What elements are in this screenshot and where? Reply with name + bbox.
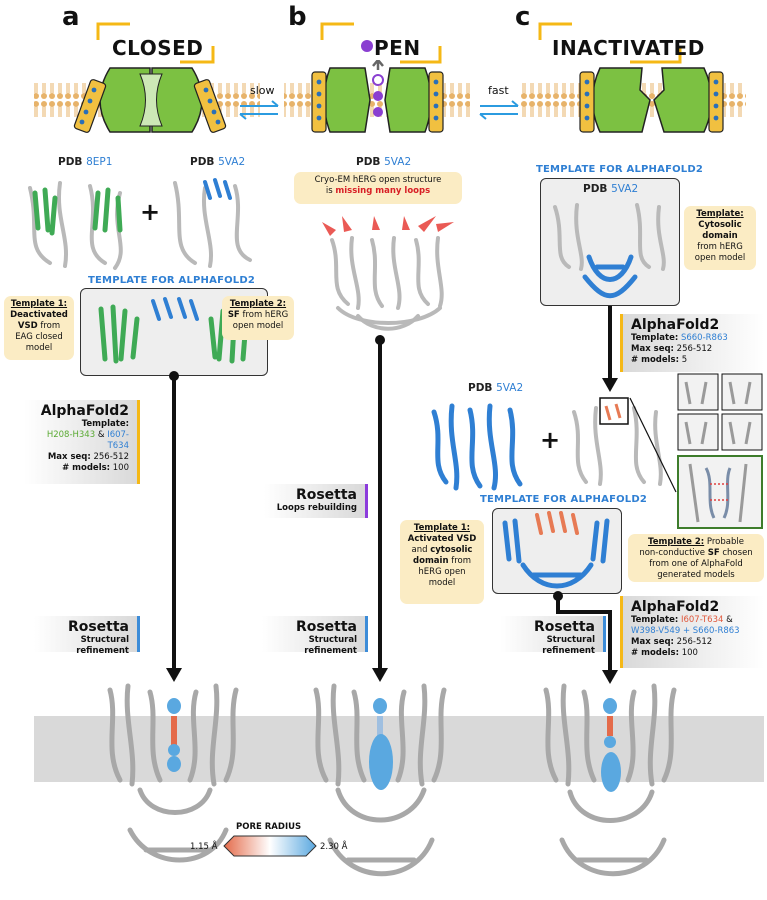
bracket-open-left — [320, 22, 354, 40]
structure-open-5va2 — [322, 216, 454, 331]
step-alphafold2-a: AlphaFold2 Template: H208-H343 & I607-T6… — [24, 400, 140, 484]
state-title-open: PEN — [374, 36, 421, 60]
pdb-label-5va2-a: PDB 5VA2 — [190, 156, 246, 168]
title-brackets — [96, 22, 682, 64]
bracket-open-right — [400, 46, 442, 64]
structures-inactivated-templates: + — [431, 397, 663, 491]
bracket-closed-left — [96, 22, 130, 40]
state-title-inactivated: INACTIVATED — [552, 36, 705, 60]
template-head-a: TEMPLATE FOR ALPHAFOLD2 — [88, 275, 256, 286]
ion-dot-title — [361, 40, 373, 52]
panel-letter-b: b — [288, 2, 307, 32]
step-rosetta-c: Rosetta Structural refinement — [500, 616, 606, 656]
pdb-label-5va2-c1: PDB 5VA2 — [583, 183, 639, 195]
flow-dot-a — [169, 371, 179, 381]
legend-colorbar — [223, 835, 317, 857]
channel-open — [311, 60, 444, 133]
final-model-closed — [107, 683, 239, 863]
note-template2-a: Template 2: SF from hERG open model — [222, 296, 294, 340]
channel-closed — [73, 67, 227, 133]
template-box-c-top: PDB 5VA2 — [540, 178, 680, 306]
legend-title: PORE RADIUS — [236, 822, 302, 832]
channel-inactivated — [579, 67, 724, 133]
structure-cytosolic-template — [553, 203, 666, 299]
flow-line-c1 — [608, 306, 612, 382]
pdb-label-5va2-b: PDB 5VA2 — [356, 156, 412, 168]
legend-min: 1.15 Å — [190, 842, 218, 852]
plus-sign-c: + — [540, 426, 560, 454]
note-template2-c: Template 2: Probable non-conductive SF c… — [628, 534, 764, 582]
final-models — [107, 683, 677, 877]
template-head-c2: TEMPLATE FOR ALPHAFOLD2 — [480, 494, 648, 505]
panel-letter-a: a — [62, 2, 80, 32]
step-rosetta-b: Rosetta Structural refinement — [262, 616, 368, 656]
panel-letter-c: c — [515, 2, 531, 32]
flow-line-a — [172, 375, 176, 675]
template-structure-c2 — [502, 511, 610, 589]
label-fast: fast — [488, 84, 509, 97]
flow-arrowhead-a — [166, 668, 182, 682]
pdb-label-8ep1: PDB 8EP1 — [58, 156, 113, 168]
note-template-cytosolic: Template: Cytosolic domain from hERG ope… — [684, 206, 756, 270]
label-slow: slow — [250, 84, 275, 97]
step-rosetta-loops: Rosetta Loops rebuilding — [264, 484, 368, 518]
flow-arrowhead-c1 — [602, 378, 618, 392]
flow-path-c2 — [553, 591, 618, 684]
flow-arrowhead-b — [372, 668, 388, 682]
legend-max: 2.30 Å — [320, 842, 348, 852]
plus-sign-a: + — [140, 198, 160, 226]
note-template1-a: Template 1: Deactivated VSD from EAG clo… — [4, 296, 74, 360]
flow-line-b — [378, 340, 382, 675]
note-template1-c: Template 1: Activated VSD and cytosolic … — [400, 520, 484, 604]
bracket-inact-left — [538, 22, 572, 40]
template-structure-a — [98, 297, 250, 364]
template-head-c-top: TEMPLATE FOR ALPHAFOLD2 — [536, 164, 704, 175]
structures-closed-templates: + — [28, 178, 252, 270]
step-alphafold2-c1: AlphaFold2 Template: S660-R863 Max seq: … — [620, 314, 764, 372]
final-model-inactivated — [543, 683, 677, 877]
zoom-connector — [629, 397, 677, 493]
template-box-c2 — [492, 508, 622, 594]
pdb-label-5va2-c2: PDB 5VA2 — [468, 382, 524, 394]
final-model-open — [313, 683, 447, 877]
flow-dot-b — [375, 335, 385, 345]
arrows-fast — [479, 100, 519, 120]
note-missing-loops: Cryo-EM hERG open structure is missing m… — [294, 172, 462, 204]
sf-model-insets — [677, 373, 763, 529]
channel-cartoons — [34, 60, 746, 133]
arrows-slow — [239, 100, 279, 120]
bracket-closed-right — [180, 46, 215, 64]
step-alphafold2-c2: AlphaFold2 Template: I607-T634 & W398-V5… — [620, 596, 764, 668]
step-rosetta-a: Rosetta Structural refinement — [34, 616, 140, 656]
bracket-inact-right — [630, 46, 682, 64]
state-title-closed: CLOSED — [112, 36, 204, 60]
missing-loop-arrows — [322, 216, 454, 236]
